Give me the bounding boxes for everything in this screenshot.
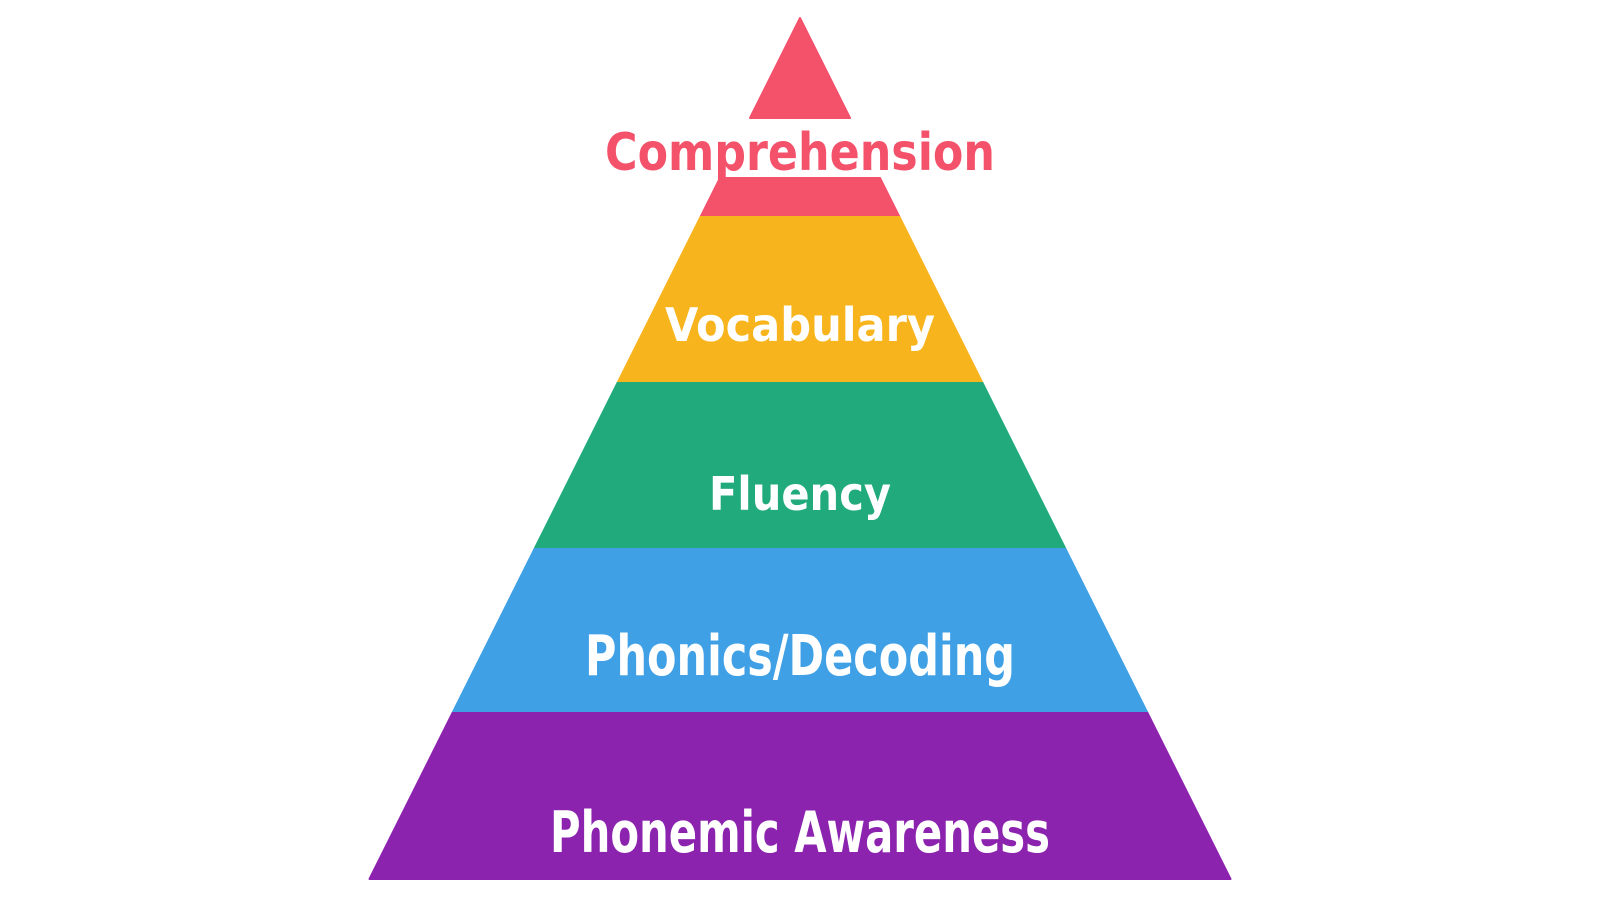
comprehension-label: Comprehension xyxy=(605,123,995,183)
phonemic-awareness-label: Phonemic Awareness xyxy=(550,800,1050,866)
phonemic-awareness-band-shape xyxy=(368,712,1232,880)
comprehension-band-shape xyxy=(699,177,901,218)
fluency-label: Fluency xyxy=(709,467,891,521)
vocabulary-label: Vocabulary xyxy=(665,298,935,352)
fluency-band-shape xyxy=(533,382,1067,550)
phonics-decoding-label: Phonics/Decoding xyxy=(585,624,1015,689)
comprehension-tip-shape xyxy=(749,17,851,119)
